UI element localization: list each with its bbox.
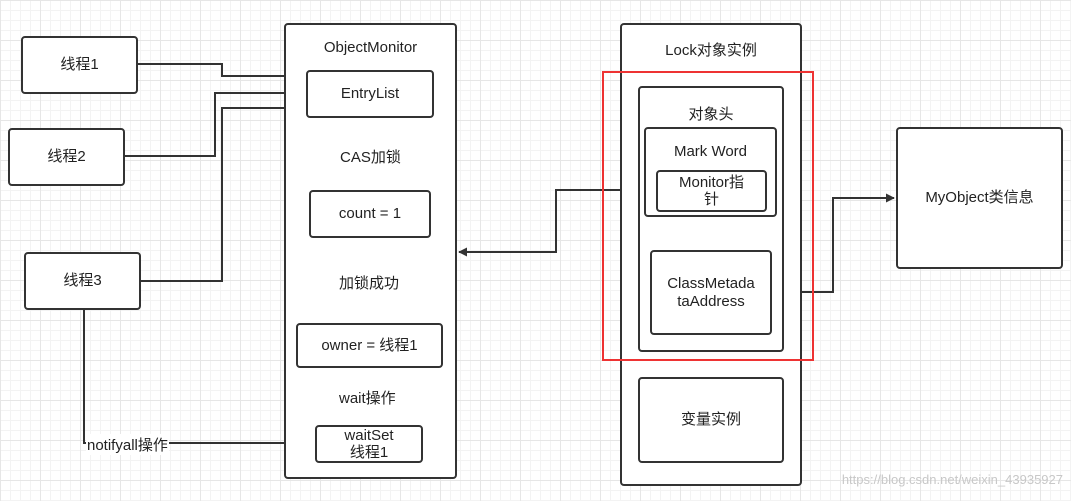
- owner-box: owner = 线程1: [296, 323, 443, 368]
- monitor-pointer-label: Monitor指: [678, 174, 745, 191]
- thread-2-box: 线程2: [8, 128, 125, 186]
- object-header-title: 对象头: [688, 106, 734, 123]
- thread-1-box: 线程1: [21, 36, 138, 94]
- classmeta-to-classinfo-arrow: [772, 193, 895, 293]
- myobject-class-info-box: MyObject类信息: [896, 127, 1063, 269]
- monitor-pointer-box: Monitor指 针: [656, 170, 767, 212]
- count-box: count = 1: [309, 190, 431, 238]
- cas-lock-label: CAS加锁: [339, 146, 402, 167]
- waitset-box: waitSet 线程1: [315, 425, 423, 463]
- thread2-to-entrylist-arrow: [125, 88, 306, 157]
- entrylist-box: EntryList: [306, 70, 434, 118]
- lock-success-label: 加锁成功: [338, 272, 401, 293]
- instance-variables-box: 变量实例: [638, 377, 784, 463]
- waitset-label: waitSet: [344, 427, 394, 444]
- waitset-thread-label: 线程1: [349, 444, 389, 461]
- object-header-highlight-frame: [602, 71, 814, 361]
- watermark-text: https://blog.csdn.net/weixin_43935927: [841, 472, 1063, 487]
- lock-instance-title: Lock对象实例: [665, 42, 757, 59]
- class-metadata-label: ClassMetada: [667, 274, 755, 292]
- thread1-to-entrylist-arrow: [138, 63, 306, 81]
- class-metadata-label-cont: taAddress: [677, 292, 745, 310]
- wait-operation-label: wait操作: [338, 387, 397, 408]
- class-metadata-address-box: ClassMetada taAddress: [650, 250, 772, 335]
- thread-3-box: 线程3: [24, 252, 141, 310]
- thread3-to-waitset-arrow: [83, 310, 314, 448]
- thread3-to-entrylist-arrow: [141, 103, 306, 282]
- notifyall-operation-label: notifyall操作: [86, 434, 169, 455]
- monitor-pointer-label-cont: 针: [703, 191, 719, 208]
- mark-word-title: Mark Word: [673, 143, 748, 160]
- object-monitor-title: ObjectMonitor: [323, 39, 418, 56]
- monitor-pointer-to-objectmonitor-arrow: [458, 189, 656, 257]
